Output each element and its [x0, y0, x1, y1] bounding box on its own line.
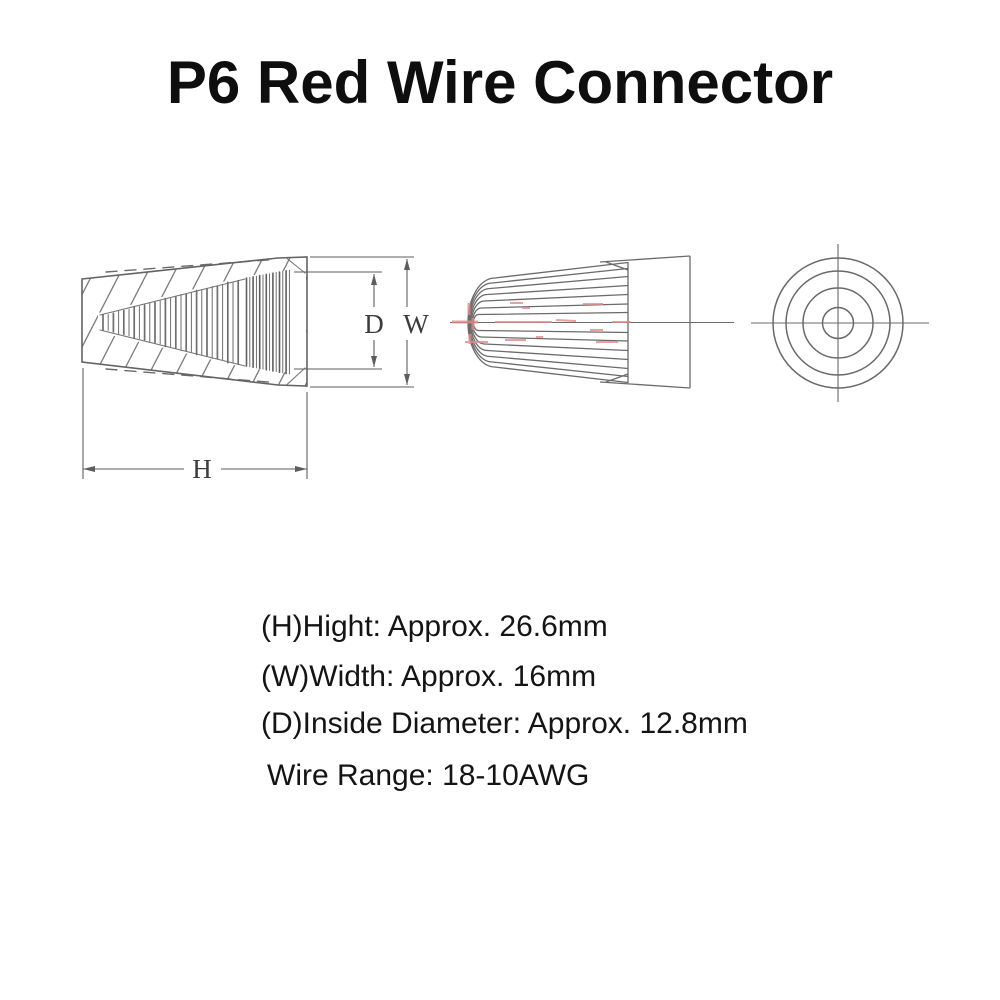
outer-circle: [772, 257, 904, 389]
arrowhead-icon: [83, 466, 95, 472]
arrowhead-icon: [295, 466, 307, 472]
side-profile-view: [450, 255, 734, 389]
wire-hole-circle: [821, 306, 855, 340]
skirt: [599, 255, 691, 389]
dim-label-d: D: [364, 309, 384, 339]
section-view: [81, 256, 308, 387]
spec-line-wire-range: Wire Range: 18-10AWG: [267, 759, 590, 792]
dim-label-h: H: [192, 454, 212, 484]
section-outline: [81, 256, 308, 387]
dimension-d: D: [294, 271, 387, 370]
skirt-circle: [785, 270, 891, 376]
page-title: P6 Red Wire Connector: [166, 49, 834, 116]
arrowhead-icon: [371, 356, 377, 367]
spec-line-height: (H)Hight: Approx. 26.6mm: [261, 610, 608, 643]
spec-line-diameter: (D)Inside Diameter: Approx. 12.8mm: [261, 707, 748, 740]
cavity-boundary: [99, 257, 306, 386]
arrowhead-icon: [404, 259, 410, 270]
arrowhead-icon: [371, 274, 377, 285]
end-view: [751, 244, 929, 402]
thread-coil: [102, 280, 240, 365]
dim-label-w: W: [403, 309, 429, 339]
spring-insert: [245, 269, 290, 375]
dimension-h: H: [82, 368, 308, 484]
spec-line-width: (W)Width: Approx. 16mm: [261, 660, 597, 693]
red-watermark-marks: [452, 302, 631, 344]
arrowhead-icon: [404, 374, 410, 385]
body-circle: [802, 287, 874, 359]
dimension-w: W: [310, 256, 431, 388]
